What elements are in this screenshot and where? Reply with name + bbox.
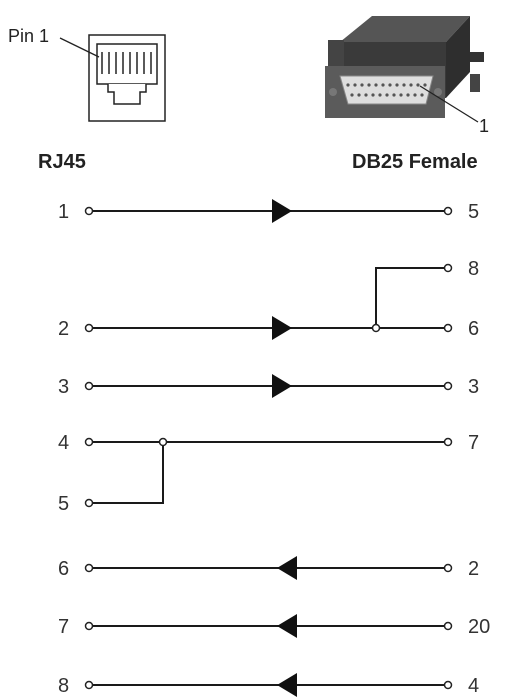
pin-dot (84, 498, 94, 508)
rj45-pin-label: 2 (58, 318, 69, 340)
junction-dot (371, 323, 381, 333)
pin1-callout: Pin 1 (8, 26, 100, 58)
pin-dot (443, 621, 453, 631)
wire-2-8-branch (375, 267, 448, 328)
rj45-pin-label: 4 (58, 432, 69, 454)
db25-connector-icon (325, 16, 484, 118)
db25-pin-labels: 5 8 6 3 7 2 20 4 (468, 201, 490, 697)
arrow-left-icon (277, 556, 297, 580)
arrow-right-icon (272, 374, 292, 398)
db25-pin1-callout: 1 (419, 85, 489, 136)
pin-dot (443, 381, 453, 391)
wire-5-7-branch (89, 442, 164, 504)
pin-dot (84, 323, 94, 333)
junction-dot (158, 437, 168, 447)
db25-pin1-label: 1 (479, 116, 489, 136)
pin-dot (84, 621, 94, 631)
pin-dot (84, 381, 94, 391)
db25-header: DB25 Female (352, 151, 478, 173)
pin-dot (84, 563, 94, 573)
db25-pin-label: 3 (468, 376, 479, 398)
rj45-pin-label: 7 (58, 616, 69, 638)
rj45-pin-labels: 1 2 3 4 5 6 7 8 (58, 201, 69, 697)
arrow-left-icon (277, 673, 297, 697)
rj45-header: RJ45 (38, 151, 86, 173)
db25-pin-label: 4 (468, 675, 479, 697)
rj45-pin-label: 1 (58, 201, 69, 223)
rj45-pin-label: 3 (58, 376, 69, 398)
pin-dot (84, 206, 94, 216)
rj45-pin-label: 8 (58, 675, 69, 697)
pin-dot (443, 437, 453, 447)
arrow-left-icon (277, 614, 297, 638)
pin-dot (443, 263, 453, 273)
rj45-pin-label: 5 (58, 493, 69, 515)
db25-pin-label: 20 (468, 616, 490, 638)
pin-dot (443, 563, 453, 573)
db25-pin-label: 6 (468, 318, 479, 340)
db25-pin-label: 8 (468, 258, 479, 280)
db25-pin-label: 2 (468, 558, 479, 580)
arrow-right-icon (272, 316, 292, 340)
pin-dot (443, 323, 453, 333)
pin-dot (84, 437, 94, 447)
pin-dot (443, 680, 453, 690)
rj45-jack-icon (88, 34, 166, 122)
arrow-right-icon (272, 199, 292, 223)
rj45-pin-label: 6 (58, 558, 69, 580)
wires (89, 210, 448, 686)
db25-pin-label: 7 (468, 432, 479, 454)
pin-dot (84, 680, 94, 690)
pin-dot (443, 206, 453, 216)
db25-pin-label: 5 (468, 201, 479, 223)
pin1-label: Pin 1 (8, 26, 49, 46)
